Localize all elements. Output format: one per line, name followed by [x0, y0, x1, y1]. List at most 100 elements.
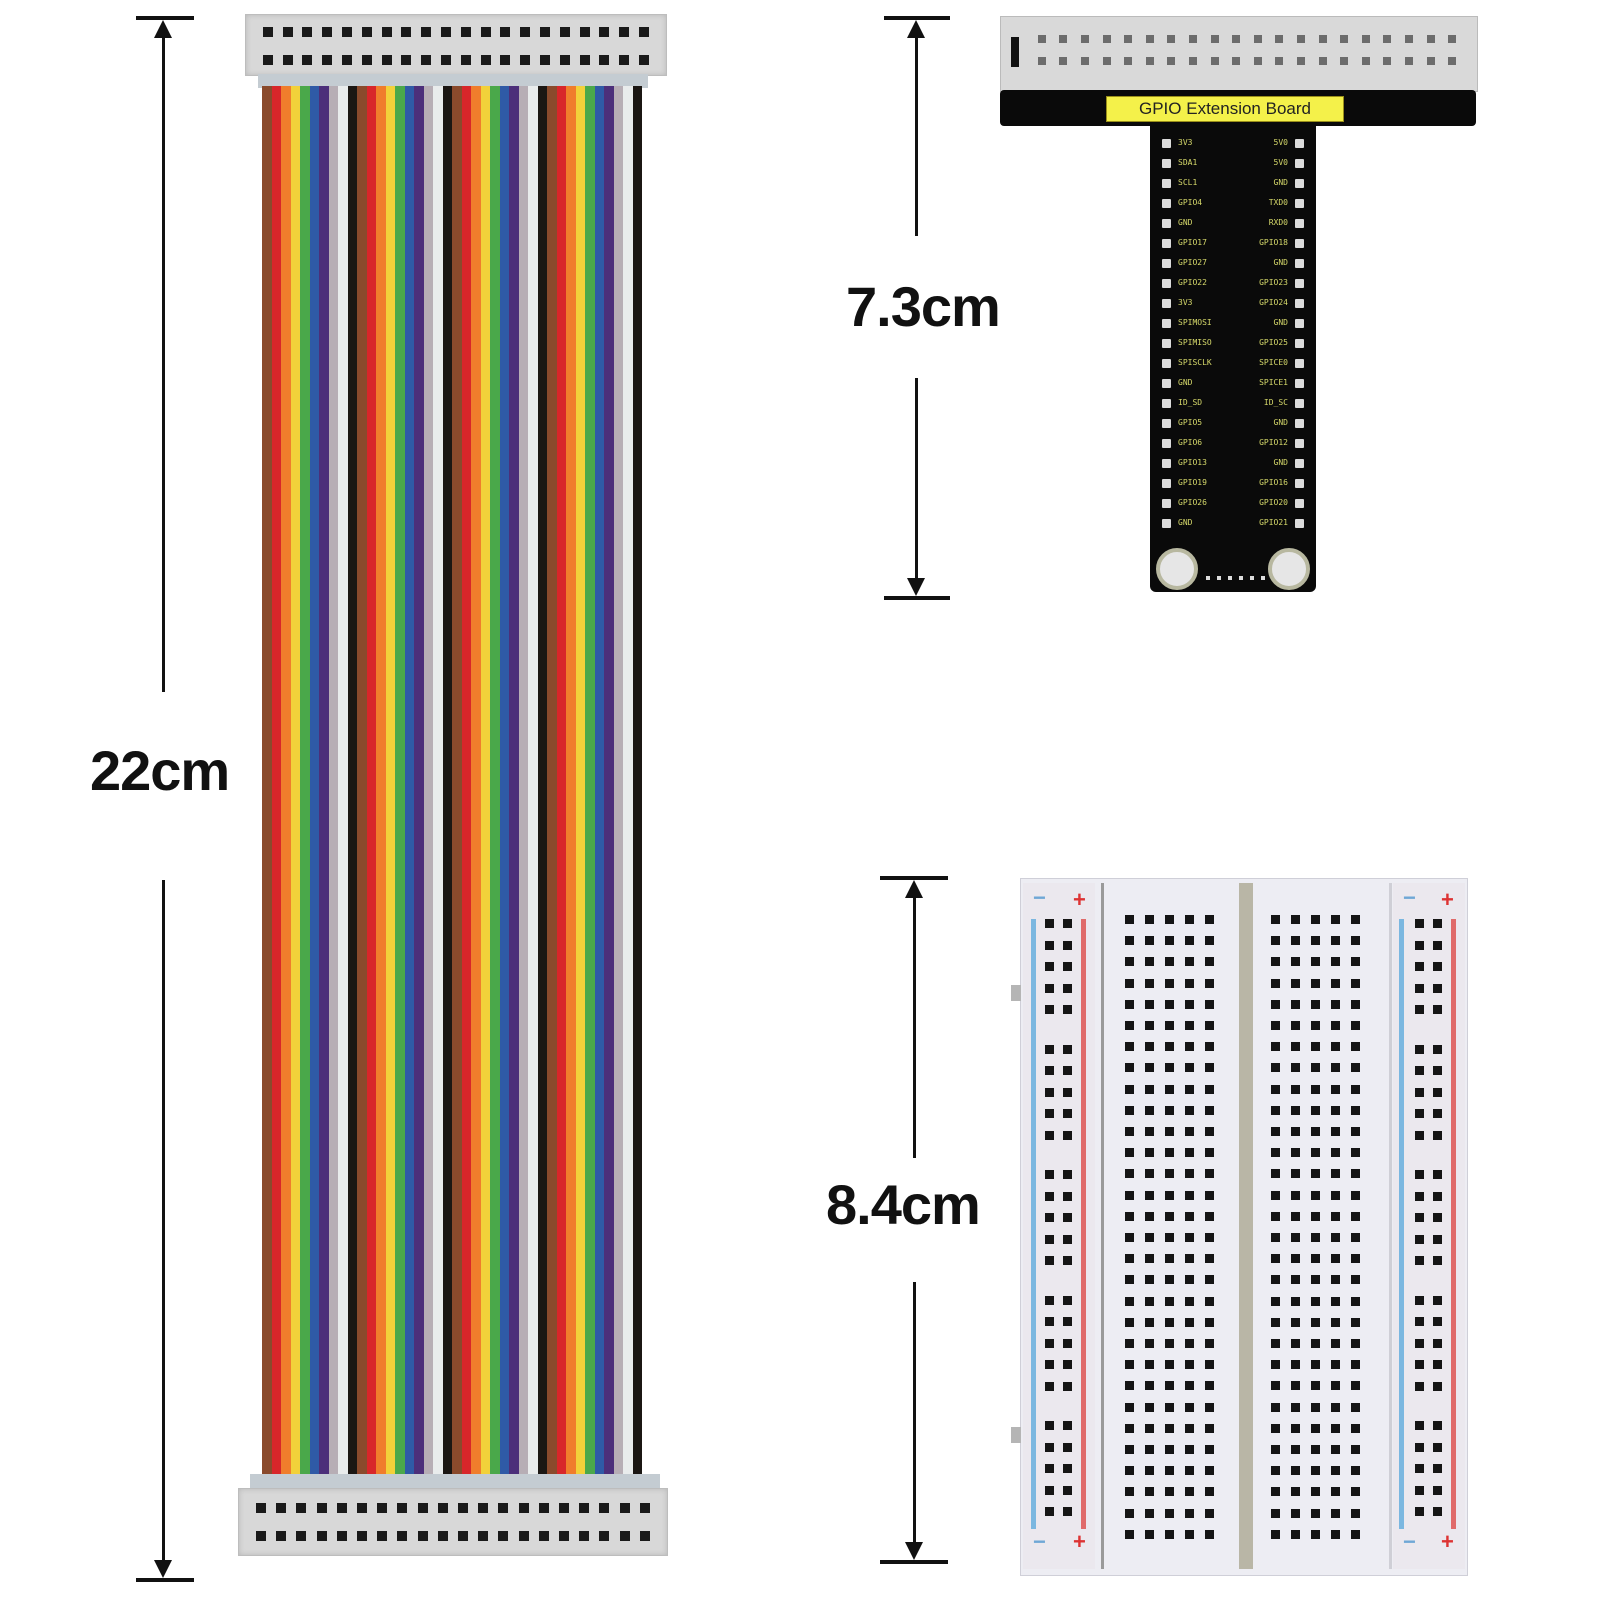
breadboard-hole — [1045, 1464, 1054, 1473]
breadboard-hole — [1331, 1233, 1340, 1242]
breadboard-hole — [1185, 1445, 1194, 1454]
breadboard-hole — [1145, 1402, 1154, 1412]
breadboard-hole — [1415, 1234, 1424, 1244]
breadboard-hole — [1311, 915, 1320, 924]
breadboard-hole — [1291, 1402, 1300, 1412]
breadboard-hole — [1063, 1317, 1072, 1326]
breadboard-hole — [1291, 1466, 1300, 1476]
breadboard-hole — [1063, 1507, 1072, 1516]
breadboard-hole — [1291, 1127, 1300, 1136]
breadboard-hole — [1271, 936, 1280, 946]
connector-pin-hole — [357, 1531, 368, 1541]
breadboard-hole — [1351, 1254, 1360, 1264]
connector-pin-hole — [498, 1503, 509, 1513]
connector-pin-hole — [1102, 35, 1111, 43]
header-pin-grid — [1031, 35, 1463, 65]
section-divider — [1101, 883, 1104, 1569]
pin-header-pad — [1162, 459, 1171, 468]
breadboard-hole — [1311, 1127, 1320, 1136]
breadboard-hole — [1351, 1105, 1360, 1115]
connector-pin-hole — [322, 55, 333, 65]
breadboard-hole — [1145, 1296, 1154, 1306]
breadboard-hole — [1185, 1148, 1194, 1158]
ribbon-wire — [480, 86, 490, 1476]
breadboard-hole — [1291, 1529, 1300, 1539]
connector-pin-hole — [579, 55, 590, 65]
breadboard-hole — [1205, 1360, 1214, 1370]
rail-plus-sign: + — [1073, 1529, 1086, 1554]
connector-pin-hole — [480, 55, 491, 65]
pin-header-pad — [1295, 319, 1304, 328]
breadboard-hole — [1205, 999, 1214, 1009]
connector-pin-hole — [1210, 35, 1219, 43]
breadboard-hole — [1311, 1254, 1320, 1264]
breadboard-hole — [1165, 1508, 1174, 1518]
ribbon-wire — [604, 86, 614, 1476]
connector-pin-hole — [1210, 57, 1219, 65]
breadboard-hole — [1415, 1507, 1424, 1516]
breadboard-hole — [1145, 1529, 1154, 1539]
rail-blue-line — [1031, 919, 1036, 1529]
breadboard-hole — [1331, 1063, 1340, 1073]
breadboard-hole — [1351, 1063, 1360, 1073]
connector-pin-hole — [357, 1503, 368, 1513]
pcb-dot — [1250, 576, 1254, 580]
breadboard-hole — [1145, 936, 1154, 946]
ribbon-wire — [556, 86, 566, 1476]
breadboard-hole — [1331, 1148, 1340, 1158]
pin-header-pad — [1295, 279, 1304, 288]
breadboard-hole — [1045, 1442, 1054, 1452]
breadboard-hole — [1291, 1339, 1300, 1348]
ribbon-wire — [262, 86, 272, 1476]
breadboard-hole — [1205, 1084, 1214, 1094]
pin-header-pad — [1162, 259, 1171, 268]
breadboard-hole — [1125, 1317, 1134, 1327]
breadboard-hole — [1291, 1487, 1300, 1497]
connector-pin-hole — [1253, 35, 1262, 43]
connector-pin-hole — [1426, 57, 1435, 65]
breadboard-hole — [1433, 1130, 1442, 1140]
breadboard-hole — [1351, 1169, 1360, 1179]
breadboard-hole — [1415, 1421, 1424, 1430]
breadboard-hole — [1271, 1423, 1280, 1433]
connector-pin-hole — [478, 1531, 489, 1541]
breadboard-hole — [1165, 1190, 1174, 1200]
breadboard-hole — [1351, 1296, 1360, 1306]
rail-plus-sign: + — [1073, 887, 1086, 912]
breadboard-hole — [1045, 1213, 1054, 1222]
breadboard-hole — [1311, 1063, 1320, 1073]
breadboard-hole — [1291, 1105, 1300, 1115]
pin-header-pad — [1295, 419, 1304, 428]
breadboard-hole — [1311, 1148, 1320, 1158]
arrow-down-icon — [154, 1560, 172, 1578]
ribbon-wire — [300, 86, 310, 1476]
breadboard-hole — [1351, 1021, 1360, 1030]
connector-pin-hole — [540, 27, 551, 37]
breadboard-hole — [1205, 1127, 1214, 1136]
connector-pin-hole — [478, 1503, 489, 1513]
breadboard-hole — [1165, 1148, 1174, 1158]
connector-pin-hole — [460, 55, 471, 65]
breadboard-hole — [1165, 1487, 1174, 1497]
breadboard-hole — [1145, 1423, 1154, 1433]
connector-pin-hole — [639, 55, 650, 65]
pin-label-right: GND — [1273, 418, 1288, 427]
breadboard-hole — [1063, 1381, 1072, 1391]
breadboard-hole — [1165, 1296, 1174, 1306]
connector-pin-hole — [500, 27, 511, 37]
dimension-line — [162, 36, 165, 692]
breadboard-hole — [1063, 1421, 1072, 1430]
connector-pin-hole — [639, 1503, 650, 1513]
breadboard-hole — [1351, 936, 1360, 946]
pin-label-left: GPIO13 — [1178, 458, 1207, 467]
breadboard-hole — [1205, 1063, 1214, 1073]
connector-pin-hole — [262, 27, 273, 37]
breadboard-hole — [1271, 978, 1280, 988]
breadboard-hole — [1331, 1021, 1340, 1030]
breadboard-hole — [1125, 1021, 1134, 1030]
breadboard-hole — [1415, 1442, 1424, 1452]
breadboard-hole — [1271, 1190, 1280, 1200]
breadboard-hole — [1351, 1042, 1360, 1052]
